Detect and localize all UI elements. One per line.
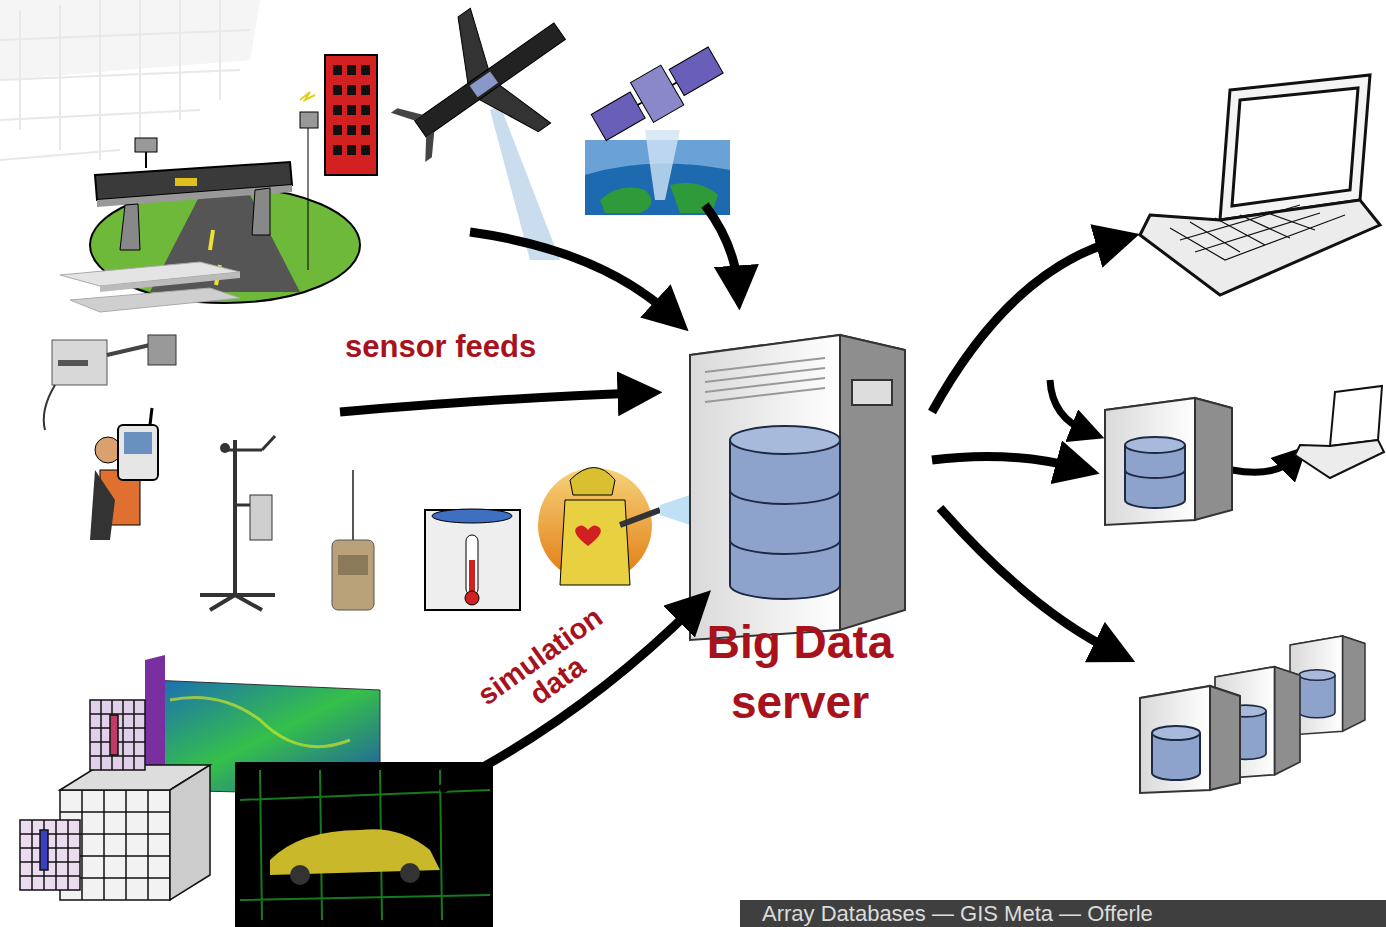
grid-watermark xyxy=(0,0,260,160)
satellite xyxy=(585,40,730,215)
small-server xyxy=(1105,398,1232,525)
flow-label: sensor feeds xyxy=(345,330,536,363)
flow-label: simulation data xyxy=(464,596,633,741)
simulation-images xyxy=(20,655,493,927)
server-icon xyxy=(690,335,905,640)
footer-band: Array Databases — GIS Meta — Offerle xyxy=(740,900,1386,927)
displacement-sensor xyxy=(44,335,176,430)
uav xyxy=(368,0,600,260)
i-beam xyxy=(60,262,240,312)
grid-cube xyxy=(20,700,210,900)
person-with-phone xyxy=(90,408,158,540)
bridge-scene xyxy=(90,55,377,303)
tank-thermometer xyxy=(425,509,520,610)
laptop xyxy=(1140,75,1380,295)
node-title: Big Data server xyxy=(680,612,920,732)
server-cluster xyxy=(1140,636,1365,793)
weather-station xyxy=(200,436,275,610)
firefighter xyxy=(538,468,690,586)
field-device xyxy=(332,470,374,610)
small-laptop xyxy=(1295,386,1384,478)
server-label-node: Big Data server xyxy=(680,612,920,732)
